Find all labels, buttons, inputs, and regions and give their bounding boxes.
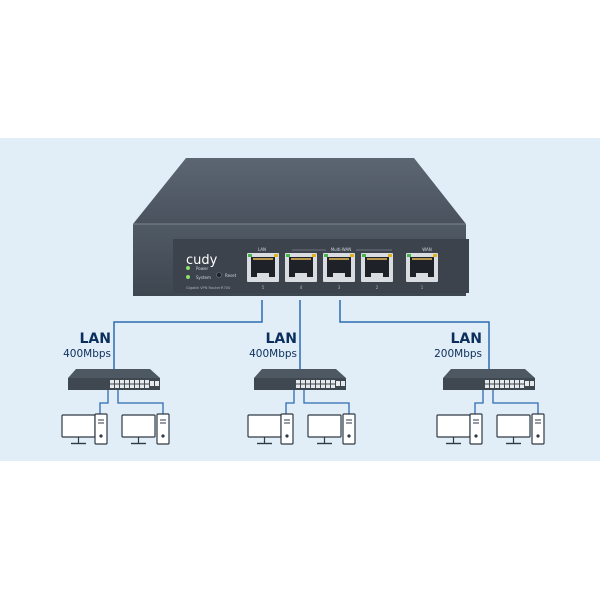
client-groups (61, 369, 545, 445)
link-3-label: LAN (451, 331, 482, 347)
device-link (285, 390, 295, 414)
router-top (133, 158, 466, 224)
wan-group-label: WAN (422, 247, 431, 252)
pc-tower-icon (342, 413, 356, 445)
lan-group-label: LAN (258, 247, 266, 252)
port-socket (289, 257, 313, 277)
port-led-yellow (350, 254, 354, 257)
port-led-green (324, 254, 328, 257)
port-led-yellow (388, 254, 392, 257)
port-pins (329, 258, 349, 260)
brand-logo: cudy (186, 253, 218, 268)
port-led-green (407, 254, 411, 257)
reset-label: Reset (225, 273, 237, 278)
client-group (61, 369, 170, 445)
link-2-label: LAN (266, 331, 297, 347)
pc-tower-icon (156, 413, 170, 445)
device-link (474, 390, 484, 414)
monitor-icon (121, 414, 156, 445)
link-3-speed: 200Mbps (434, 348, 482, 360)
monitor-icon (496, 414, 531, 445)
port-number: 1 (421, 285, 424, 290)
link-line-3 (339, 300, 490, 370)
port-socket (365, 257, 389, 277)
port-pins (412, 258, 432, 260)
link-lines (113, 300, 490, 370)
reset-button[interactable] (216, 272, 222, 278)
client-group (247, 369, 356, 445)
port-tab (295, 273, 307, 277)
system-led (186, 275, 190, 279)
port-socket (251, 257, 275, 277)
port-led-yellow (274, 254, 278, 257)
switch-icon (68, 369, 160, 390)
link-2-speed: 400Mbps (249, 348, 297, 360)
monitor-icon (61, 414, 96, 445)
device-link (99, 390, 109, 414)
power-led (186, 266, 190, 270)
port-tab (371, 273, 383, 277)
pc-tower-icon (94, 413, 108, 445)
pc-tower-icon (280, 413, 294, 445)
port-number: 2 (376, 285, 379, 290)
port-tab (416, 273, 428, 277)
monitor-icon (436, 414, 471, 445)
port-number: 5 (262, 285, 265, 290)
port-socket (327, 257, 351, 277)
device-link (492, 390, 539, 414)
monitor-icon (307, 414, 342, 445)
port-pins (253, 258, 273, 260)
port-led-green (248, 254, 252, 257)
model-label: Gigabit VPN Router (186, 286, 221, 290)
device-links (99, 390, 164, 414)
pc-tower-icon (469, 413, 483, 445)
model-number: R700 (221, 286, 231, 290)
monitor-icon (247, 414, 282, 445)
device-links (474, 390, 539, 414)
client-group (436, 369, 545, 445)
device-links (285, 390, 350, 414)
port-number: 3 (338, 285, 341, 290)
port-tab (333, 273, 345, 277)
ethernet-port[interactable]: 1 (406, 253, 438, 290)
multi-wan-group-label: Multi-WAN (331, 247, 352, 252)
port-led-yellow (433, 254, 437, 257)
port-led-green (362, 254, 366, 257)
power-led-label: Power (196, 266, 208, 271)
switch-icon (443, 369, 535, 390)
link-1-label: LAN (80, 331, 111, 347)
system-led-label: System (196, 275, 211, 280)
port-led-green (286, 254, 290, 257)
port-pins (367, 258, 387, 260)
ethernet-port[interactable]: 3 (323, 253, 355, 290)
router-icon: cudy Power System Reset Gigabit VPN Rout… (133, 158, 469, 296)
ethernet-ports: 5 4 3 2 1 (247, 253, 438, 290)
port-tab (257, 273, 269, 277)
link-1-speed: 400Mbps (63, 348, 111, 360)
device-link (117, 390, 164, 414)
switch-icon (254, 369, 346, 390)
ethernet-port[interactable]: 2 (361, 253, 393, 290)
ethernet-port[interactable]: 5 (247, 253, 279, 290)
ethernet-port[interactable]: 4 (285, 253, 317, 290)
port-number: 4 (300, 285, 303, 290)
pc-tower-icon (531, 413, 545, 445)
link-line-1 (113, 300, 263, 370)
port-led-yellow (312, 254, 316, 257)
port-socket (410, 257, 434, 277)
device-link (303, 390, 350, 414)
port-pins (291, 258, 311, 260)
